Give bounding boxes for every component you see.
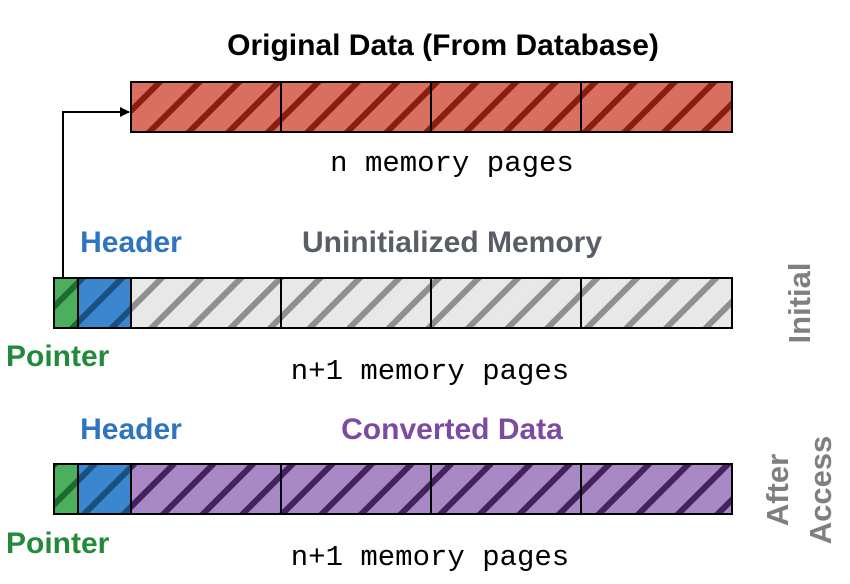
converted-data-label: Converted Data <box>341 413 563 446</box>
after-side-label-line1: After <box>760 454 795 526</box>
initial-bar <box>53 277 733 329</box>
after-access-bar <box>53 463 733 515</box>
initial-pages-caption: n+1 memory pages <box>291 355 569 388</box>
original-data-bar <box>130 81 733 133</box>
original-pages-caption: n memory pages <box>330 147 574 180</box>
after-pages-caption: n+1 memory pages <box>291 541 569 574</box>
diagram-title: Original Data (From Database) <box>227 29 659 62</box>
initial-side-label: Initial <box>782 263 817 344</box>
initial-header-cell <box>77 277 132 329</box>
after-header-cell <box>77 463 132 515</box>
after-pointer-label: Pointer <box>6 527 110 560</box>
after-pointer-cell <box>53 463 79 515</box>
pointer-arrow <box>62 107 130 278</box>
after-header-label: Header <box>80 413 182 446</box>
uninitialized-memory-label: Uninitialized Memory <box>302 226 602 259</box>
initial-pointer-cell <box>53 277 79 329</box>
initial-pointer-label: Pointer <box>6 340 110 373</box>
after-side-label-line2: Access <box>803 436 838 545</box>
initial-header-label: Header <box>80 226 182 259</box>
